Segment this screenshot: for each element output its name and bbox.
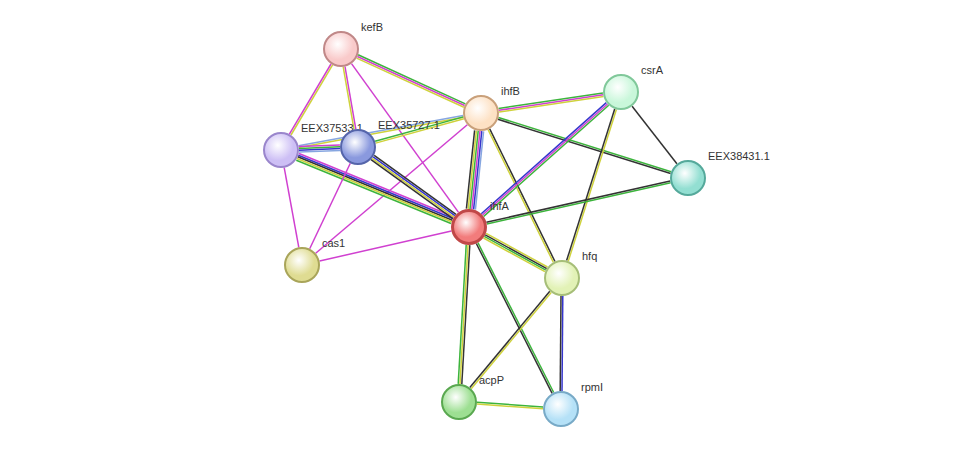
interaction-edge bbox=[470, 291, 551, 388]
evidence-line bbox=[486, 233, 547, 267]
node-label: EEX38431.1 bbox=[708, 150, 770, 163]
evidence-line bbox=[477, 404, 543, 409]
protein-node: acpP bbox=[441, 384, 477, 420]
protein-node: EEX37533.1 bbox=[263, 132, 299, 168]
evidence-line bbox=[460, 245, 468, 384]
interaction-edge bbox=[371, 155, 456, 218]
evidence-line bbox=[487, 183, 671, 224]
evidence-line bbox=[320, 231, 452, 261]
node-label: acpP bbox=[479, 374, 504, 387]
protein-node: cas1 bbox=[284, 247, 320, 283]
evidence-line bbox=[499, 95, 603, 111]
evidence-line bbox=[485, 235, 547, 269]
evidence-line bbox=[358, 55, 465, 104]
interaction-edge bbox=[320, 231, 452, 261]
evidence-line bbox=[357, 57, 464, 106]
protein-node: rpmI bbox=[543, 391, 579, 427]
evidence-line bbox=[374, 155, 456, 214]
evidence-line bbox=[470, 131, 478, 209]
evidence-line bbox=[371, 160, 453, 219]
evidence-line bbox=[484, 238, 545, 272]
evidence-line bbox=[299, 115, 464, 145]
protein-node: hfq bbox=[544, 260, 580, 296]
interaction-edge bbox=[484, 233, 548, 271]
interaction-edge bbox=[357, 55, 466, 107]
interaction-edge bbox=[299, 145, 340, 152]
interaction-edge bbox=[476, 243, 553, 394]
evidence-line bbox=[298, 157, 453, 220]
evidence-line bbox=[310, 163, 351, 248]
protein-node: csrA bbox=[603, 74, 639, 110]
evidence-line bbox=[372, 158, 454, 217]
evidence-line bbox=[632, 106, 677, 164]
node-label: csrA bbox=[641, 64, 663, 77]
evidence-line bbox=[345, 67, 356, 130]
protein-node: EEX35727.1 bbox=[340, 129, 376, 165]
interaction-edge bbox=[632, 106, 677, 164]
protein-node: kefB bbox=[323, 31, 359, 67]
node-label: hfq bbox=[582, 250, 597, 263]
evidence-line bbox=[375, 117, 463, 141]
evidence-line bbox=[284, 168, 299, 248]
evidence-line bbox=[490, 129, 555, 262]
evidence-line bbox=[481, 103, 606, 214]
node-label: ihfB bbox=[501, 85, 520, 98]
interaction-edge bbox=[486, 181, 670, 224]
node-label: ihfA bbox=[490, 200, 509, 213]
interaction-edge bbox=[466, 130, 483, 209]
protein-node: ihfB bbox=[463, 95, 499, 131]
node-label: EEX35727.1 bbox=[378, 119, 440, 132]
node-label: cas1 bbox=[322, 237, 345, 250]
evidence-line bbox=[567, 109, 615, 261]
evidence-line bbox=[486, 181, 670, 222]
evidence-line bbox=[299, 117, 464, 147]
interaction-edge bbox=[296, 154, 453, 224]
evidence-line bbox=[462, 245, 470, 384]
evidence-line bbox=[298, 155, 453, 218]
evidence-line bbox=[568, 109, 616, 261]
evidence-line bbox=[343, 67, 354, 129]
evidence-line bbox=[478, 243, 554, 393]
evidence-line bbox=[458, 245, 466, 384]
interaction-edge bbox=[477, 402, 543, 408]
interaction-edge bbox=[567, 109, 617, 261]
evidence-line bbox=[357, 58, 464, 107]
evidence-line bbox=[484, 236, 546, 270]
evidence-line bbox=[468, 131, 476, 209]
interaction-edge bbox=[560, 296, 563, 391]
node-label: kefB bbox=[361, 21, 383, 34]
interaction-edge bbox=[343, 67, 356, 130]
evidence-line bbox=[299, 150, 340, 152]
interaction-edge bbox=[310, 163, 351, 248]
evidence-line bbox=[466, 130, 474, 208]
interaction-edge bbox=[284, 168, 299, 248]
evidence-line bbox=[499, 97, 603, 113]
evidence-line bbox=[476, 244, 552, 394]
protein-node: ihfA bbox=[451, 209, 487, 245]
node-label: rpmI bbox=[581, 381, 603, 394]
evidence-line bbox=[471, 292, 551, 388]
protein-node: EEX38431.1 bbox=[670, 160, 706, 196]
evidence-line bbox=[297, 159, 452, 222]
interaction-edge bbox=[299, 115, 464, 147]
evidence-line bbox=[470, 291, 550, 387]
evidence-line bbox=[373, 157, 455, 216]
evidence-line bbox=[559, 296, 561, 391]
evidence-line bbox=[296, 160, 451, 223]
interaction-edge bbox=[458, 245, 470, 384]
